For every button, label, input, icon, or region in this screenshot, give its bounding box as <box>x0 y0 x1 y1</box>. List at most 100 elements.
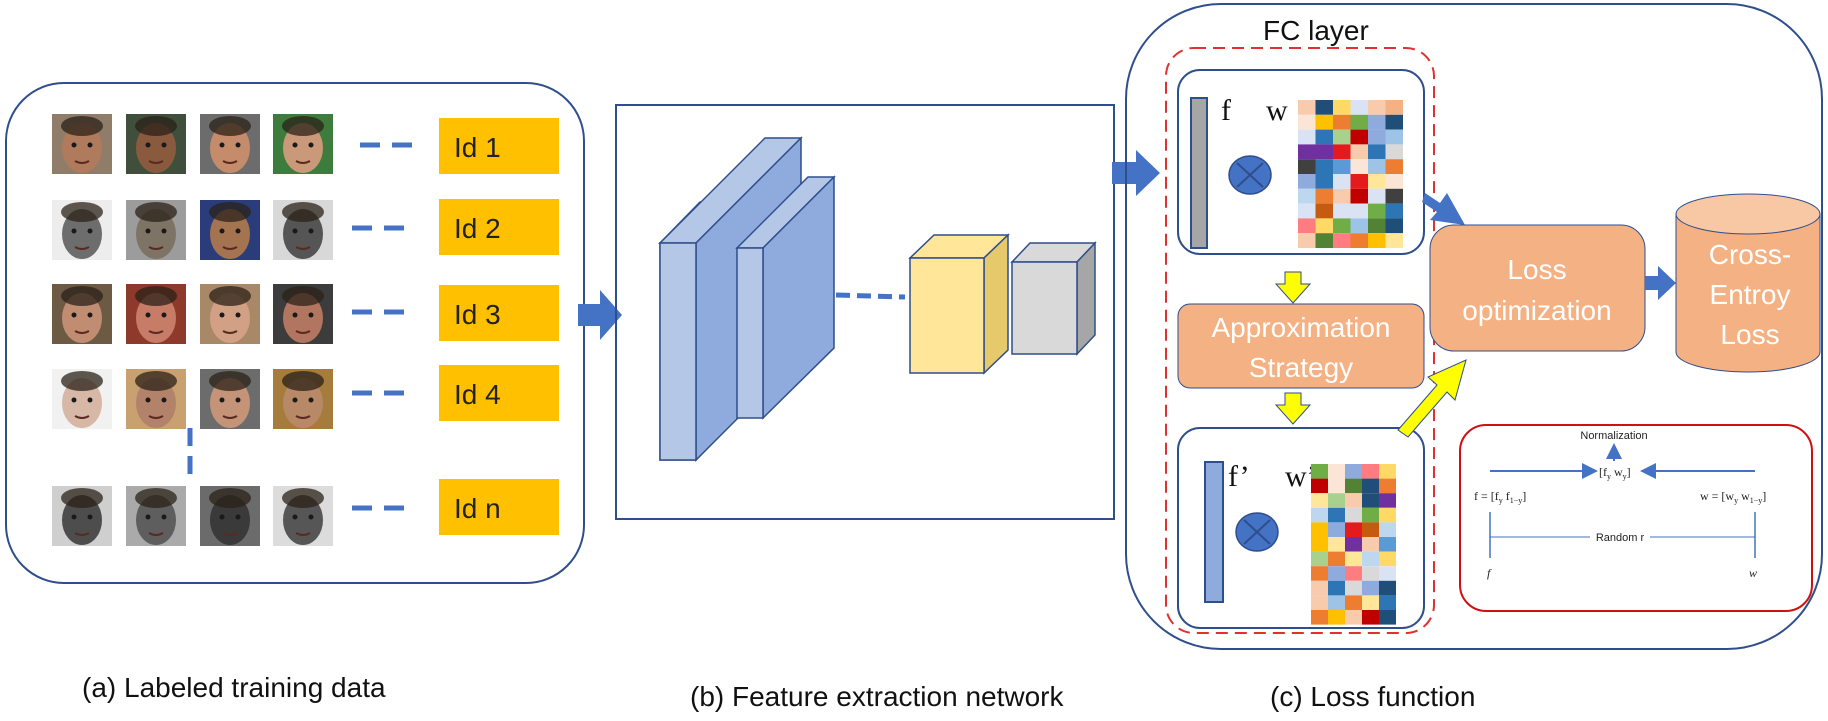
matrix-cell <box>1345 566 1362 581</box>
matrix-cell <box>1345 507 1362 523</box>
id-box <box>439 199 559 255</box>
matrix-cell <box>1368 233 1386 248</box>
fc-block-yellow-side <box>983 233 1009 375</box>
matrix-cell <box>1368 144 1386 160</box>
matrix-cell <box>1328 551 1345 567</box>
face-thumbnail <box>273 200 333 260</box>
caption-c: (c) Loss function <box>1270 681 1475 712</box>
normalized-pair: [fy wy] <box>1599 465 1631 481</box>
matrix-cell <box>1385 114 1403 130</box>
face-thumbnail <box>126 284 186 344</box>
face-thumbnail <box>273 486 333 546</box>
matrix-cell <box>1368 218 1386 234</box>
face-thumbnail <box>200 114 260 174</box>
matrix-cell <box>1350 188 1368 204</box>
fc-layer-title: FC layer <box>1263 15 1369 46</box>
matrix-cell <box>1311 464 1328 479</box>
matrix-cell <box>1345 551 1362 567</box>
matrix-cell <box>1350 233 1368 248</box>
matrix-cell <box>1350 114 1368 130</box>
panel-b-frame <box>615 104 1115 520</box>
matrix-cell <box>1368 159 1386 174</box>
matrix-cell <box>1379 478 1396 494</box>
matrix-cell <box>1328 522 1345 537</box>
normalization-inset <box>1459 424 1813 612</box>
otimes-bottom <box>1235 512 1279 552</box>
matrix-cell <box>1298 129 1316 145</box>
face-thumbnail <box>126 200 186 260</box>
matrix-cell <box>1385 100 1403 115</box>
conv-block-2-front <box>736 247 764 419</box>
matrix-cell <box>1315 188 1333 204</box>
matrix-cell <box>1333 114 1351 130</box>
layers-ellipsis-dash <box>835 292 906 300</box>
matrix-cell <box>1298 114 1316 130</box>
feature-vector-f-prime <box>1204 461 1224 603</box>
cross-entropy-line2: Entroy <box>1710 279 1791 310</box>
face-thumbnail <box>200 486 260 546</box>
face-thumbnail <box>52 284 112 344</box>
conv-block-1-front <box>659 242 697 461</box>
id-label: Id 1 <box>454 132 501 163</box>
matrix-cell <box>1362 595 1379 610</box>
id-label: Id 3 <box>454 299 501 330</box>
matrix-cell <box>1362 464 1379 479</box>
face-thumbnail <box>200 369 260 429</box>
matrix-cell <box>1333 144 1351 160</box>
matrix-cell <box>1311 537 1328 552</box>
caption-b: (b) Feature extraction network <box>690 681 1064 712</box>
yellow-arrow-down-1 <box>1274 271 1312 304</box>
id-label: Id 2 <box>454 213 501 244</box>
face-thumbnail <box>126 486 186 546</box>
matrix-cell <box>1385 188 1403 204</box>
label-f: f <box>1221 94 1231 127</box>
face-thumbnail <box>52 486 112 546</box>
random-r-label-bg <box>1590 529 1650 545</box>
matrix-cell <box>1379 566 1396 581</box>
matrix-cell <box>1315 129 1333 145</box>
matrix-cell <box>1345 537 1362 552</box>
cross-entropy-line3: Loss <box>1720 319 1779 350</box>
matrix-cell <box>1328 595 1345 610</box>
weight-matrix-w <box>1298 100 1403 248</box>
face-thumbnail <box>52 369 112 429</box>
matrix-cell <box>1379 493 1396 508</box>
face-thumbnail <box>126 114 186 174</box>
matrix-cell <box>1362 610 1379 625</box>
matrix-cell <box>1315 203 1333 219</box>
matrix-cell <box>1333 174 1351 189</box>
matrix-cell <box>1298 174 1316 189</box>
matrix-cell <box>1345 478 1362 494</box>
fc-block-yellow-front <box>909 257 985 374</box>
matrix-cell <box>1368 174 1386 189</box>
matrix-cell <box>1362 507 1379 523</box>
fc-block-gray-side <box>1076 241 1096 356</box>
arrow-fc-to-loss <box>1422 193 1465 225</box>
matrix-cell <box>1379 610 1396 625</box>
matrix-cell <box>1298 203 1316 219</box>
matrix-cell <box>1315 144 1333 160</box>
matrix-cell <box>1385 159 1403 174</box>
matrix-cell <box>1311 493 1328 508</box>
matrix-cell <box>1362 478 1379 494</box>
inset-w-label: w <box>1749 566 1757 580</box>
matrix-cell <box>1298 188 1316 204</box>
matrix-cell <box>1311 595 1328 610</box>
loss-optimization-box <box>1429 224 1646 352</box>
matrix-cell <box>1350 100 1368 115</box>
feature-vector-f <box>1190 97 1208 249</box>
matrix-cell <box>1311 551 1328 567</box>
matrix-cell <box>1379 580 1396 596</box>
yellow-arrow-down-2 <box>1274 392 1312 425</box>
matrix-cell <box>1328 610 1345 625</box>
label-f-prime: f’ <box>1228 460 1250 493</box>
matrix-cell <box>1379 522 1396 537</box>
matrix-cell <box>1345 522 1362 537</box>
panel-a-frame <box>5 82 585 584</box>
w-split-equation: w = [wy w1−y] <box>1700 489 1766 505</box>
face-thumbnail <box>126 369 186 429</box>
id-rows: Id 1 Id 2 Id 3 Id 4 Id n <box>187 118 559 535</box>
loss-optimization-line1: Loss <box>1507 254 1566 285</box>
face-thumbnail <box>52 114 112 174</box>
